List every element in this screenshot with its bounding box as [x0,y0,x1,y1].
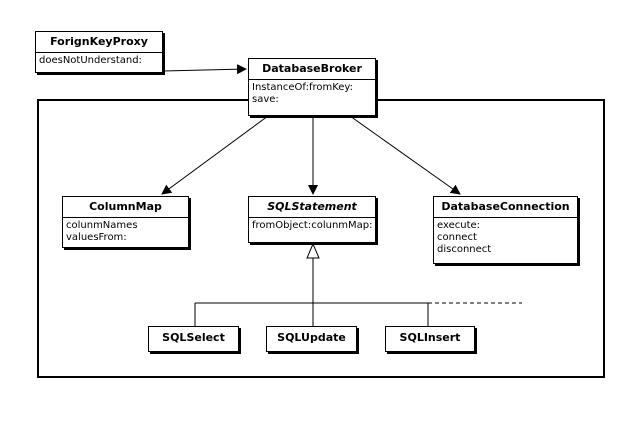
sql-insert-name: SQLInsert [399,331,461,344]
column-map-name: ColumnMap [63,197,188,218]
proxy-to-broker-arrow [162,64,247,75]
database-broker-op: save: [252,94,279,105]
broker-to-connection-arrow [349,115,461,195]
database-connection-name: DatabaseConnection [434,197,577,218]
database-broker-op: InstanceOf:fromKey: [252,82,353,93]
forign-key-proxy-class: ForignKeyProxy doesNotUnderstand: [35,31,163,73]
sql-update-class: SQLUpdate [266,326,357,352]
column-map-class: ColumnMap colunmNames valuesFrom: [62,196,189,248]
forign-key-proxy-op: doesNotUnderstand: [39,55,142,66]
column-map-op: colunmNames [66,220,138,231]
database-broker-class: DatabaseBroker InstanceOf:fromKey: save: [248,58,376,116]
database-connection-op: disconnect [437,244,492,255]
column-map-op: valuesFrom: [66,232,127,243]
database-broker-name: DatabaseBroker [249,59,375,80]
broker-to-columnmap-arrow [161,115,269,195]
inheritance-triangle [306,242,320,259]
sql-statement-class: SQLStatement fromObject:colunmMap: [248,196,376,243]
database-connection-op: connect [437,232,477,243]
sql-statement-op: fromObject:colunmMap: [252,220,373,231]
sql-select-class: SQLSelect [148,326,239,352]
sql-insert-class: SQLInsert [385,326,475,352]
database-connection-class: DatabaseConnection execute: connect disc… [433,196,578,264]
forign-key-proxy-name: ForignKeyProxy [36,32,162,53]
database-connection-op: execute: [437,220,481,231]
sql-update-name: SQLUpdate [277,331,346,344]
sql-statement-name: SQLStatement [249,197,375,218]
sql-select-name: SQLSelect [162,331,225,344]
